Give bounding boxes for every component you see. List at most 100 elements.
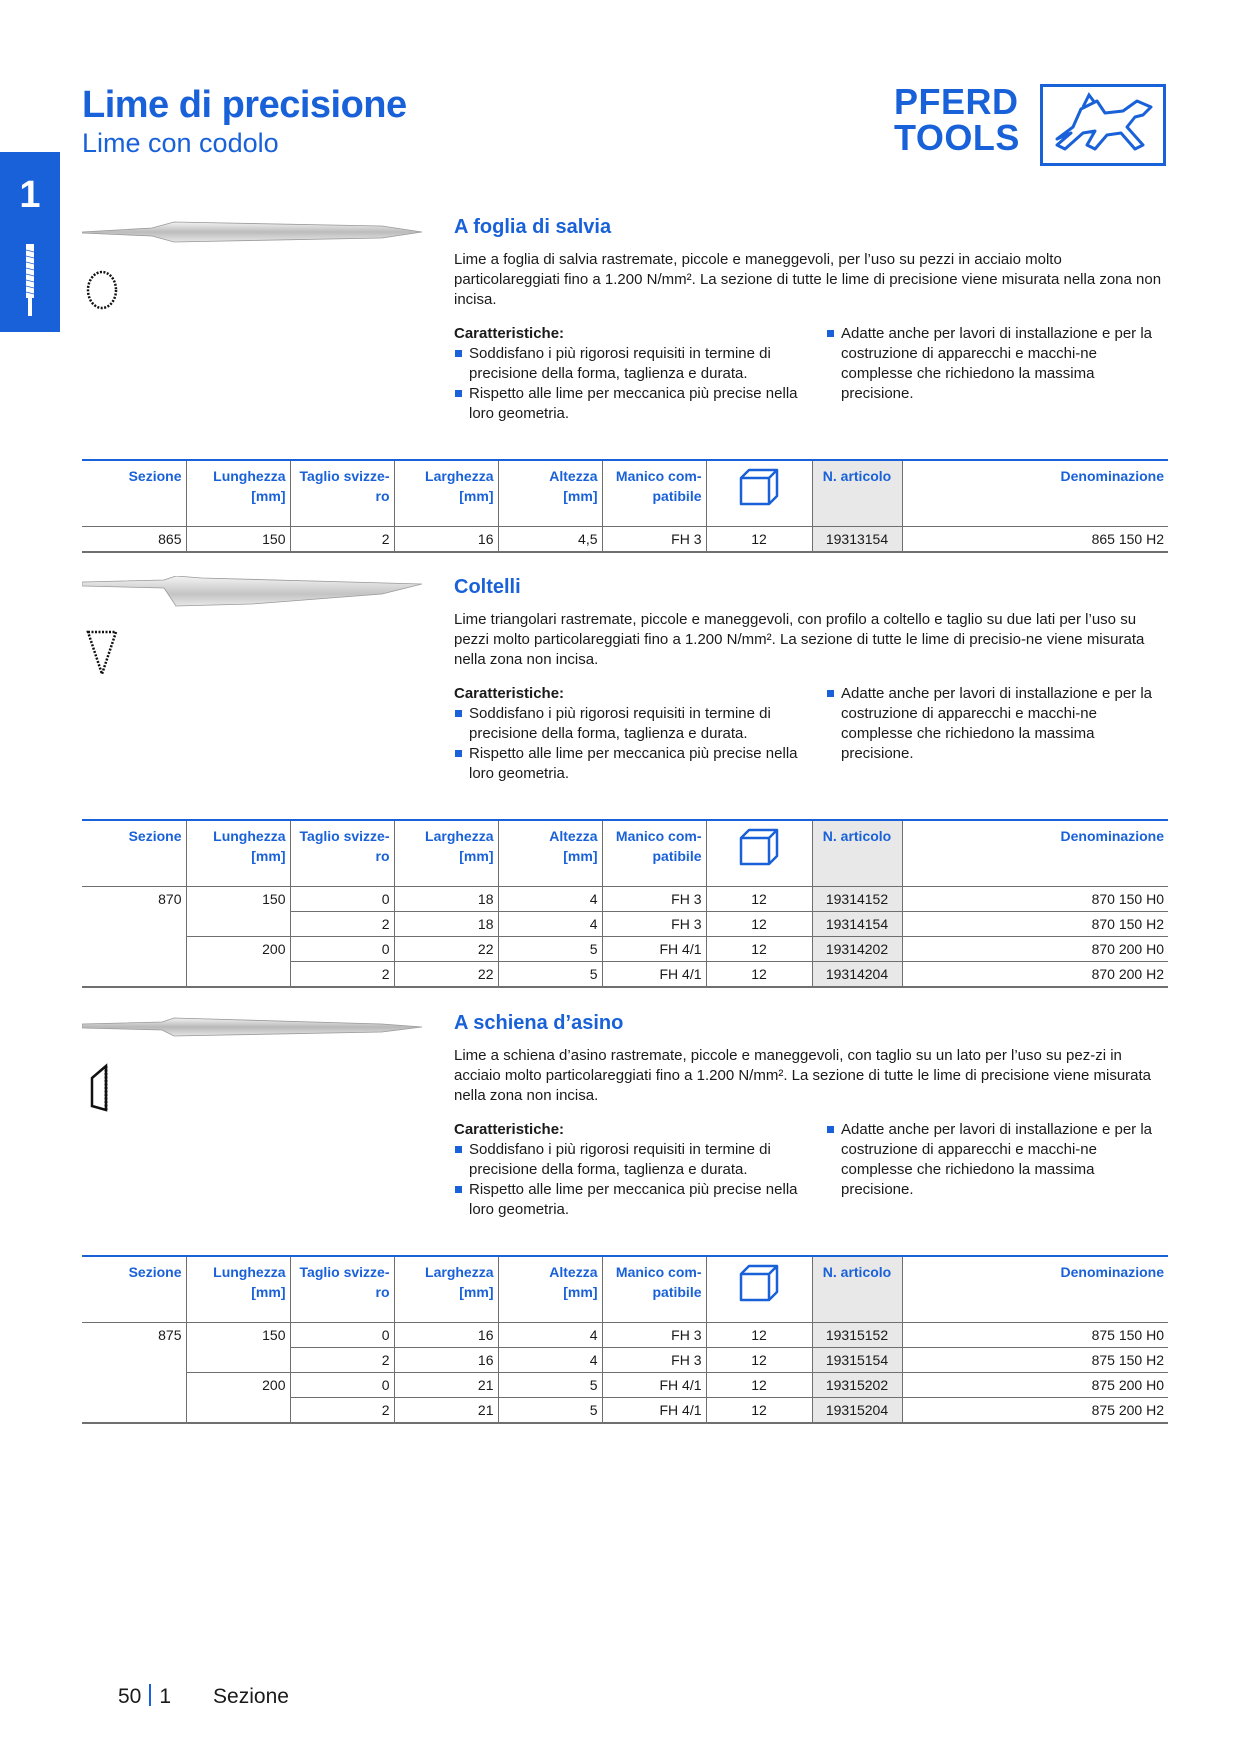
column-header-text: Manico com- [615,1264,702,1280]
column-header-articolo: N. articolo [812,1255,903,1322]
features-right: Adatte anche per lavori di installazione… [826,684,1168,764]
column-header-taglio: Taglio svizze-ro [290,819,395,886]
half-round-file-image [82,1017,422,1037]
cell-altezza: 4 [498,1346,603,1372]
column-header-sezione: Sezione [82,1255,187,1322]
cell-manico: FH 3 [602,1346,707,1372]
cell-altezza: 5 [498,1371,603,1397]
cell-manico: FH 4/1 [602,1396,707,1424]
column-header-text: Denominazione [1060,828,1164,844]
column-header-text: N. articolo [822,828,892,844]
column-header-pack [706,459,813,526]
cell-sezione [82,1347,187,1372]
cell-articolo: 19315204 [812,1396,903,1424]
cell-pack: 12 [706,1396,813,1424]
column-header-text: [mm] [251,488,286,504]
feature-item: Soddisfano i più rigorosi requisiti in t… [454,344,806,384]
cell-sezione [82,1397,187,1424]
cell-larghezza: 16 [394,1321,499,1347]
cell-sezione: 870 [82,885,187,911]
cell-lunghezza [186,961,291,988]
cell-pack: 12 [706,1371,813,1397]
feature-item: Rispetto alle lime per meccanica più pre… [454,1180,806,1220]
column-header-text: [mm] [251,848,286,864]
chapter-number: 1 [19,174,41,216]
column-header-larghezza: Larghezza[mm] [394,459,499,526]
cell-taglio: 2 [290,910,395,936]
cell-manico: FH 4/1 [602,960,707,988]
cell-manico: FH 3 [602,1321,707,1347]
cell-altezza: 5 [498,960,603,988]
cell-larghezza: 21 [394,1371,499,1397]
logo-line-1: PFERD [894,81,1019,122]
column-header-text: Altezza [549,828,598,844]
cell-lunghezza [186,911,291,936]
chapter-tab[interactable]: 1 [0,152,60,332]
cell-articolo: 19315154 [812,1346,903,1372]
column-header-pack [706,1255,813,1322]
column-header-text: Lunghezza [213,828,286,844]
column-header-text: [mm] [563,1284,598,1300]
file-icon [25,244,35,316]
cell-manico: FH 3 [602,885,707,911]
column-header-denominazione: Denominazione [902,459,1168,526]
cell-pack: 12 [706,910,813,936]
column-header-text: Altezza [549,468,598,484]
cell-larghezza: 16 [394,525,499,553]
column-header-larghezza: Larghezza[mm] [394,819,499,886]
column-header-text: [mm] [251,1284,286,1300]
cell-taglio: 2 [290,525,395,553]
column-header-text: Manico com- [615,828,702,844]
sage-leaf-file-image [82,221,422,243]
column-header-manico: Manico com-patibile [602,459,707,526]
cell-denominazione: 865 150 H2 [902,525,1168,553]
section-title: A schiena d’asino [454,1012,624,1034]
cell-pack: 12 [706,885,813,911]
cell-sezione [82,1372,187,1397]
cell-pack: 12 [706,525,813,553]
cell-denominazione: 875 150 H0 [902,1321,1168,1347]
page-number: 50 [118,1685,142,1708]
logo-line-2: TOOLS [894,117,1020,158]
column-header-taglio: Taglio svizze-ro [290,1255,395,1322]
cell-taglio: 0 [290,885,395,911]
column-header-text: N. articolo [822,1264,892,1280]
cell-sezione [82,936,187,961]
cell-altezza: 5 [498,1396,603,1424]
feature-item: Adatte anche per lavori di installazione… [826,324,1168,404]
column-header-text: Lunghezza [213,468,286,484]
cell-taglio: 2 [290,960,395,988]
cell-pack: 12 [706,960,813,988]
page-subtitle: Lime con codolo [82,128,279,158]
column-header-text: [mm] [563,488,598,504]
column-header-text: Denominazione [1060,468,1164,484]
column-header-text: Taglio svizze- [299,468,390,484]
cell-lunghezza [186,1347,291,1372]
column-header-text: patibile [652,848,702,864]
column-header-text: Sezione [128,468,182,484]
cell-larghezza: 16 [394,1346,499,1372]
cell-larghezza: 22 [394,935,499,961]
cell-articolo: 19313154 [812,525,903,553]
column-header-denominazione: Denominazione [902,819,1168,886]
features-left: Caratteristiche: Soddisfano i più rigoro… [454,324,806,424]
column-header-text: ro [375,1284,390,1300]
column-header-text: Larghezza [425,1264,494,1280]
column-header-text: [mm] [459,1284,494,1300]
cell-denominazione: 870 150 H2 [902,910,1168,936]
column-header-text: patibile [652,1284,702,1300]
cell-altezza: 5 [498,935,603,961]
cell-altezza: 4 [498,910,603,936]
column-header-altezza: Altezza[mm] [498,819,603,886]
section-title: Coltelli [454,576,521,598]
column-header-text: patibile [652,488,702,504]
column-header-text: N. articolo [822,468,892,484]
